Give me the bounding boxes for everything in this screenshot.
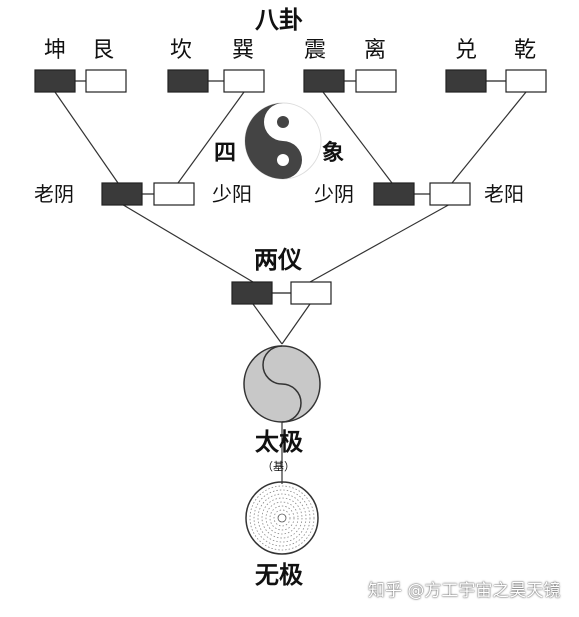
trigram-gen: 艮	[92, 38, 115, 63]
yin-block	[373, 182, 415, 206]
trigram-kan: 坎	[170, 38, 193, 63]
line-kan-shaoyang	[322, 91, 393, 184]
label-laoyin: 老阴	[34, 182, 74, 206]
label-taiji-note: （基）	[262, 460, 295, 473]
line-liangyi-v-right	[281, 303, 311, 345]
trigram-xun: 巽	[232, 38, 255, 63]
trigram-pair-zhen-li	[303, 69, 397, 93]
liangyi-pair	[231, 281, 332, 305]
trigram-pair-kun-gen	[34, 69, 127, 93]
trigram-pair-dui-qian	[445, 69, 547, 93]
trigram-pair-kan-xun	[167, 69, 265, 93]
trigram-dui: 兑	[455, 38, 478, 63]
yang-block	[223, 69, 265, 93]
trigram-qian: 乾	[514, 38, 537, 63]
watermark: 知乎 @方工宇宙之昊天镜	[368, 581, 561, 601]
line-liangyi-v-left	[252, 303, 283, 345]
trigram-zhen: 震	[304, 38, 327, 63]
yang-block	[355, 69, 397, 93]
sixiang-pair-left	[101, 182, 195, 206]
line-xun-shaoyang	[451, 91, 527, 184]
yang-block	[505, 69, 547, 93]
sixiang-char-1: 四	[214, 140, 237, 166]
yin-block	[445, 69, 487, 93]
line-laoyin-liangyi	[119, 202, 254, 283]
sixiang-pair-right	[373, 182, 471, 206]
yin-block	[101, 182, 143, 206]
trigram-li: 离	[364, 38, 387, 63]
label-laoyang: 老阳	[484, 182, 524, 206]
line-laoyang-liangyi	[309, 202, 453, 283]
yang-block	[429, 182, 471, 206]
yang-block	[290, 281, 332, 305]
label-wuji: 无极	[255, 560, 303, 589]
yin-yang-icon	[244, 102, 322, 180]
wuji-circle	[245, 481, 319, 555]
label-shaoyin: 少阴	[314, 182, 354, 206]
yang-block	[85, 69, 127, 93]
connector-lines	[54, 91, 527, 484]
yin-block	[303, 69, 345, 93]
label-shaoyang: 少阳	[212, 182, 252, 206]
sixiang-char-2: 象	[322, 140, 345, 166]
yin-block	[231, 281, 273, 305]
line-gen-laoyin	[177, 91, 245, 184]
yin-block	[167, 69, 209, 93]
title-bagua: 八卦	[255, 5, 303, 34]
yang-block	[153, 182, 195, 206]
taiji-circle	[243, 345, 321, 423]
yin-block	[34, 69, 76, 93]
trigram-kun: 坤	[44, 38, 67, 63]
line-kun-laoyin	[54, 91, 119, 184]
label-taiji: 太极	[255, 427, 303, 456]
label-liangyi: 两仪	[254, 245, 302, 274]
